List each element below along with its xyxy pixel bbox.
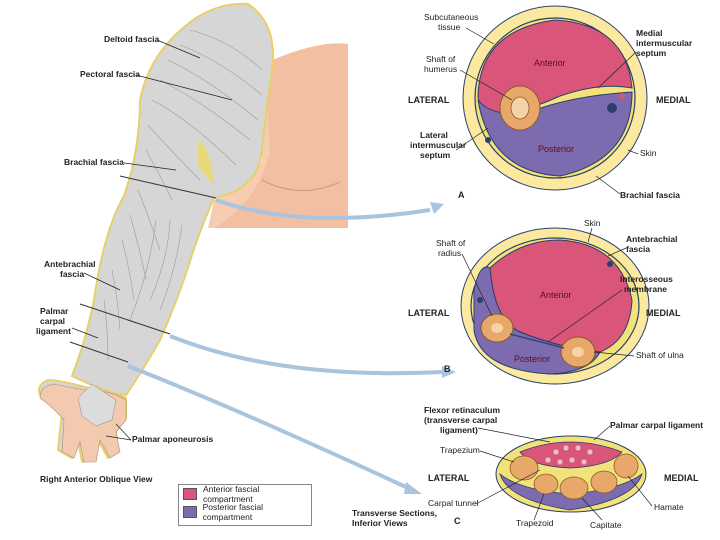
b-radius-marrow [491, 323, 503, 333]
label-deltoid-fascia: Deltoid fascia [104, 34, 160, 44]
a-label-medial-septum-3: septum [636, 48, 667, 58]
a-label-anterior: Anterior [534, 58, 566, 68]
b-label-anterior: Anterior [540, 290, 572, 300]
view-caption: Right Anterior Oblique View [40, 474, 153, 484]
c-label-lateral: LATERAL [428, 473, 470, 483]
section-c [496, 436, 646, 512]
legend-swatch-posterior [183, 506, 197, 518]
legend-row-posterior: Posterior fascial compartment [179, 503, 311, 521]
section-a: Anterior Posterior [463, 6, 647, 190]
a-label-medial-septum-1: Medial [636, 28, 662, 38]
legend-label-anterior: Anterior fascial compartment [203, 484, 311, 504]
b-label-posterior: Posterior [514, 354, 550, 364]
b-label-lateral: LATERAL [408, 308, 450, 318]
label-palmar-carpal-2: carpal [40, 316, 65, 326]
b-label-medial: MEDIAL [646, 308, 681, 318]
a-label-lateral-septum-1: Lateral [420, 130, 448, 140]
a-letter: A [458, 190, 465, 200]
b-label-shaft-radius-1: Shaft of [436, 238, 466, 248]
label-antebrachial-fascia-1: Antebrachial [44, 259, 96, 269]
section-b: Anterior Posterior [461, 228, 649, 384]
c-label-medial: MEDIAL [664, 473, 699, 483]
label-palmar-carpal-1: Palmar [40, 306, 69, 316]
b-label-shaft-ulna: Shaft of ulna [636, 350, 684, 360]
c-label-flexor-1: Flexor retinaculum [424, 405, 500, 415]
b-label-interosseous-1: Interosseous [620, 274, 673, 284]
legend: Anterior fascial compartment Posterior f… [178, 484, 312, 526]
b-label-antebrachial-2: fascia [626, 244, 650, 254]
c-label-carpal-tunnel: Carpal tunnel [428, 498, 479, 508]
legend-row-anterior: Anterior fascial compartment [179, 485, 311, 503]
legend-swatch-anterior [183, 488, 197, 500]
c-label-flexor-2: (transverse carpal [424, 415, 497, 425]
a-label-skin: Skin [640, 148, 657, 158]
label-brachial-fascia: Brachial fascia [64, 157, 124, 167]
b-ulna-marrow [572, 347, 584, 357]
c-label-palmar-carpal: Palmar carpal ligament [610, 420, 703, 430]
label-antebrachial-fascia-2: fascia [60, 269, 84, 279]
caption-line-1: Transverse Sections, [352, 508, 437, 518]
a-label-brachial-fascia: Brachial fascia [620, 190, 680, 200]
c-label-flexor-3: ligament) [440, 425, 478, 435]
b-letter: B [444, 364, 451, 374]
caption: Transverse Sections, Inferior Views [352, 508, 437, 528]
a-label-shaft-humerus-2: humerus [424, 64, 457, 74]
b-label-skin: Skin [584, 218, 601, 228]
caption-line-2: Inferior Views [352, 518, 408, 528]
a-label-lateral-septum-3: septum [420, 150, 451, 160]
b-label-antebrachial-1: Antebrachial [626, 234, 678, 244]
b-label-interosseous-2: membrane [624, 284, 667, 294]
a-label-subcutaneous-2: tissue [438, 22, 460, 32]
a-label-shaft-humerus-1: Shaft of [426, 54, 456, 64]
a-label-posterior: Posterior [538, 144, 574, 154]
c-label-trapezium: Trapezium [440, 445, 480, 455]
c-letter: C [454, 516, 461, 526]
a-label-medial-septum-2: intermuscular [636, 38, 693, 48]
a-label-lateral: LATERAL [408, 95, 450, 105]
a-humerus-marrow [511, 97, 529, 119]
c-label-trapezoid: Trapezoid [516, 518, 554, 528]
label-palmar-aponeurosis: Palmar aponeurosis [132, 434, 214, 444]
label-palmar-carpal-3: ligament [36, 326, 71, 336]
a-label-medial: MEDIAL [656, 95, 691, 105]
legend-label-posterior: Posterior fascial compartment [203, 502, 311, 522]
c-label-capitate: Capitate [590, 520, 622, 530]
label-pectoral-fascia: Pectoral fascia [80, 69, 140, 79]
b-label-shaft-radius-2: radius [438, 248, 461, 258]
a-label-subcutaneous-1: Subcutaneous [424, 12, 478, 22]
c-label-hamate: Hamate [654, 502, 684, 512]
